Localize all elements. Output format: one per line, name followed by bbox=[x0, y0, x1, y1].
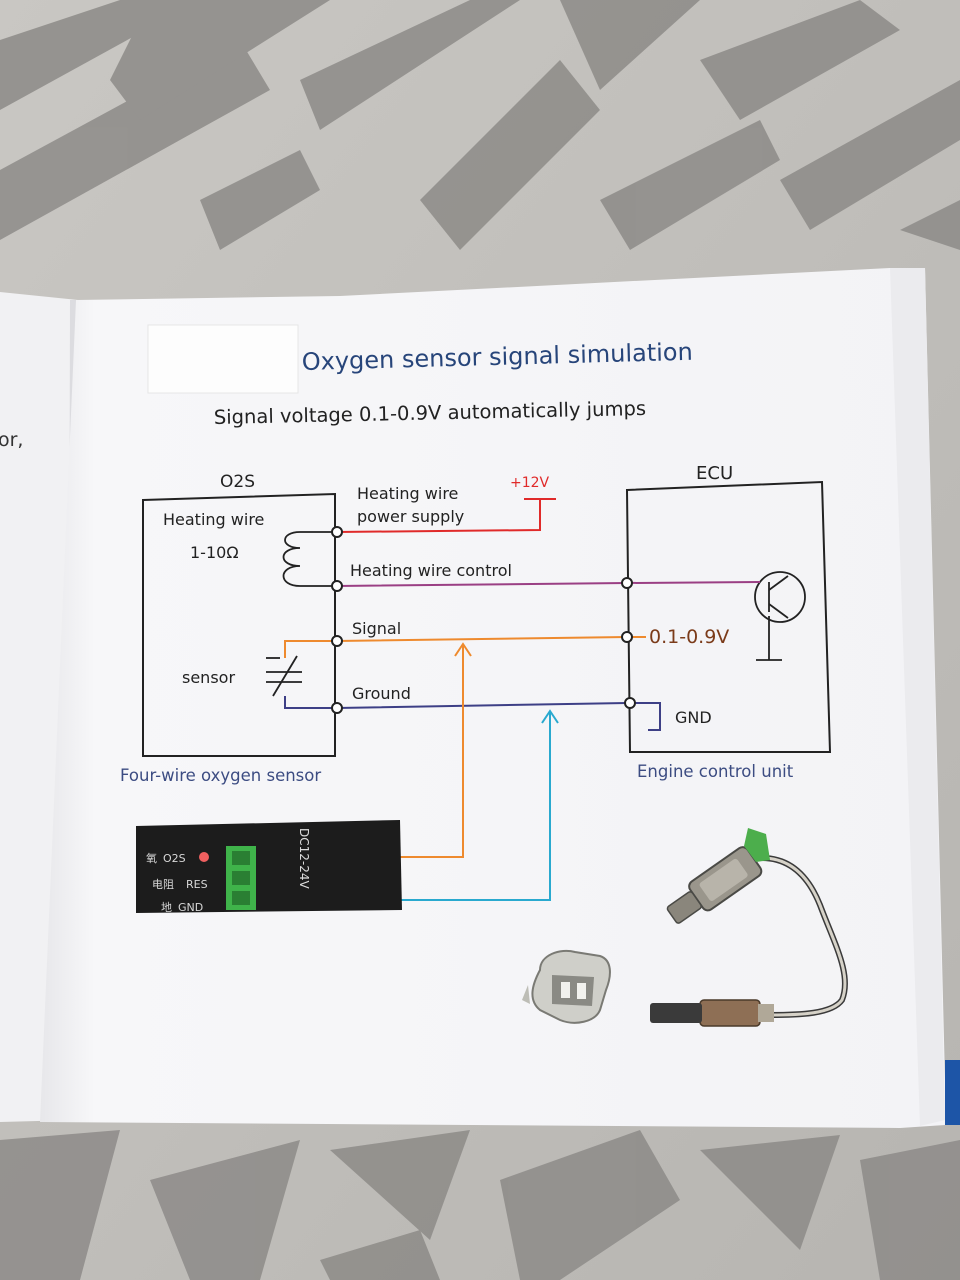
power-label-line2: power supply bbox=[357, 507, 464, 526]
o2s-sensor-label: sensor bbox=[182, 668, 235, 687]
o2s-indicator-led-icon bbox=[199, 852, 209, 862]
module-row1-cn: 氧 bbox=[146, 851, 157, 865]
power-label-line1: Heating wire bbox=[357, 484, 458, 503]
ground-arrow-icon bbox=[541, 709, 559, 724]
o2s-terminal-control bbox=[331, 580, 343, 592]
left-page-text-fragment: or, bbox=[0, 429, 23, 451]
manual-page bbox=[40, 268, 960, 1128]
heating-power-wire bbox=[336, 500, 541, 533]
signal-arrow-icon bbox=[454, 642, 472, 657]
ecu-signal-range-label: 0.1-0.9V bbox=[649, 626, 729, 648]
o2s-caption: Four-wire oxygen sensor bbox=[120, 766, 321, 785]
module-voltage-label: DC12-24V bbox=[297, 828, 311, 889]
simulator-module: DC12-24V 氧 O2S 电阻 RES 地 GND bbox=[136, 820, 402, 914]
blue-page-edge bbox=[945, 1060, 960, 1125]
ground-label: Ground bbox=[352, 684, 411, 703]
heating-coil-icon bbox=[282, 531, 334, 587]
module-row1-label: O2S bbox=[163, 852, 186, 865]
ecu-box bbox=[625, 480, 832, 753]
ecu-terminal-signal bbox=[621, 631, 633, 643]
o2s-terminal-ground bbox=[331, 702, 343, 714]
ecu-caption: Engine control unit bbox=[637, 762, 794, 781]
signal-label: Signal bbox=[352, 619, 401, 638]
ecu-title: ECU bbox=[696, 463, 733, 484]
terminals bbox=[331, 526, 636, 714]
o2s-sensor-block: O2S Heating wire 1-10Ω sensor Four-wire … bbox=[120, 472, 336, 785]
o2s-box bbox=[142, 492, 336, 757]
module-board bbox=[136, 820, 402, 913]
supply-voltage-label: +12V bbox=[510, 475, 550, 491]
green-terminal-block-icon bbox=[226, 846, 256, 910]
transistor-icon bbox=[754, 571, 806, 661]
ecu-terminal-control bbox=[621, 577, 633, 589]
o2s-title: O2S bbox=[220, 472, 255, 492]
module-row2-label: RES bbox=[186, 878, 208, 891]
module-row3-cn: 地 bbox=[161, 901, 172, 914]
o2s-terminal-signal bbox=[331, 635, 343, 647]
heating-control-label: Heating wire control bbox=[350, 561, 512, 580]
o2s-resistance-label: 1-10Ω bbox=[190, 543, 239, 562]
ecu-block: ECU 0.1-0.9V GND Engine control unit bbox=[625, 463, 832, 781]
o2s-heating-wire-label: Heating wire bbox=[163, 510, 264, 529]
ecu-gnd-label: GND bbox=[675, 708, 712, 727]
white-sticker bbox=[147, 324, 299, 394]
module-row3-label: GND bbox=[178, 901, 203, 914]
o2s-terminal-power bbox=[331, 526, 343, 538]
wiring: +12V Heating wire power supply Heating w… bbox=[250, 475, 761, 901]
oxygen-sensor-photo-icon bbox=[650, 828, 848, 1027]
module-row2-cn: 电阻 bbox=[152, 878, 174, 891]
ecu-terminal-ground bbox=[624, 697, 636, 709]
variable-sensor-icon bbox=[266, 655, 302, 697]
connector-photo-icon bbox=[522, 950, 611, 1024]
